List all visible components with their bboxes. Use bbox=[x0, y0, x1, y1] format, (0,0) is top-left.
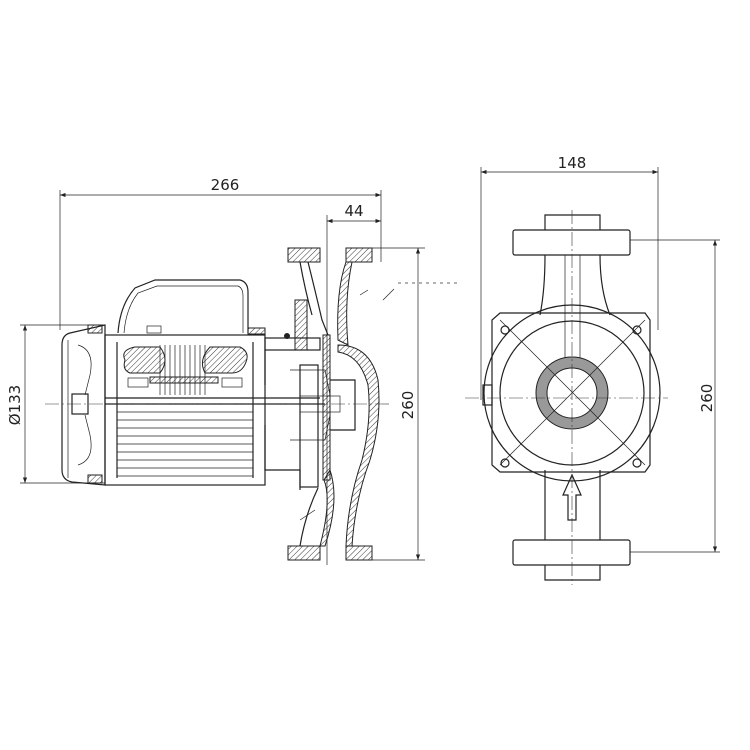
dimension-width: 148 bbox=[480, 154, 659, 400]
dim-148-label: 148 bbox=[558, 154, 587, 172]
terminal-box bbox=[117, 279, 249, 334]
front-view: 148 260 bbox=[465, 154, 720, 585]
dim-260-side-label: 260 bbox=[399, 391, 417, 420]
side-view: 266 44 260 Ø133 bbox=[6, 176, 460, 565]
motor-body bbox=[104, 334, 325, 486]
dim-266-label: 266 bbox=[211, 176, 240, 194]
dim-44-label: 44 bbox=[344, 202, 363, 220]
dimension-port-to-port-front: 260 bbox=[630, 239, 720, 553]
top-flange bbox=[512, 229, 631, 256]
pump-body bbox=[491, 312, 651, 473]
dimension-port-to-port-side: 260 bbox=[370, 247, 460, 561]
bolt-holes bbox=[500, 325, 642, 468]
dim-260-front-label: 260 bbox=[698, 384, 716, 413]
pump-casing bbox=[287, 247, 380, 561]
fan-cover bbox=[61, 324, 106, 486]
dimension-overall-length: 266 bbox=[59, 176, 382, 330]
dim-133-label: Ø133 bbox=[6, 385, 24, 425]
bottom-flange bbox=[512, 539, 631, 566]
